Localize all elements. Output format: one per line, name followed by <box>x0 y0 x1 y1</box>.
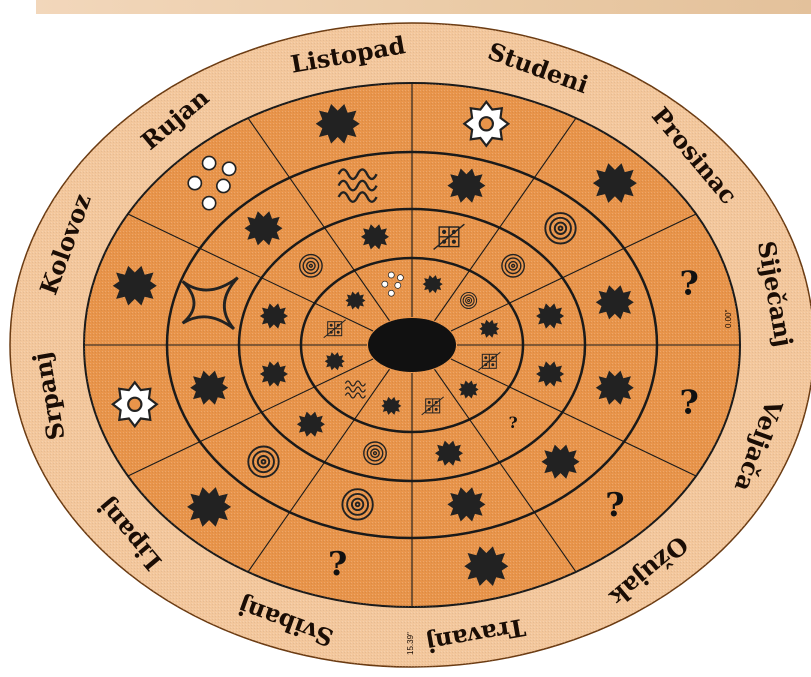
gear-symbol <box>113 382 157 426</box>
readout-bottom: 15.39" <box>406 632 415 655</box>
gear-symbol <box>464 102 508 146</box>
svg-text:?: ? <box>328 544 347 583</box>
svg-text:?: ? <box>509 414 518 432</box>
question-symbol: ? <box>328 544 347 583</box>
question-symbol: ? <box>605 485 624 524</box>
center-hole <box>368 318 456 372</box>
svg-text:?: ? <box>680 264 699 303</box>
question-symbol: ? <box>509 414 518 432</box>
question-symbol: ? <box>680 382 699 421</box>
svg-text:?: ? <box>680 382 699 421</box>
question-symbol: ? <box>680 264 699 303</box>
readout-right: 0.00" <box>724 309 733 328</box>
svg-text:?: ? <box>605 485 624 524</box>
